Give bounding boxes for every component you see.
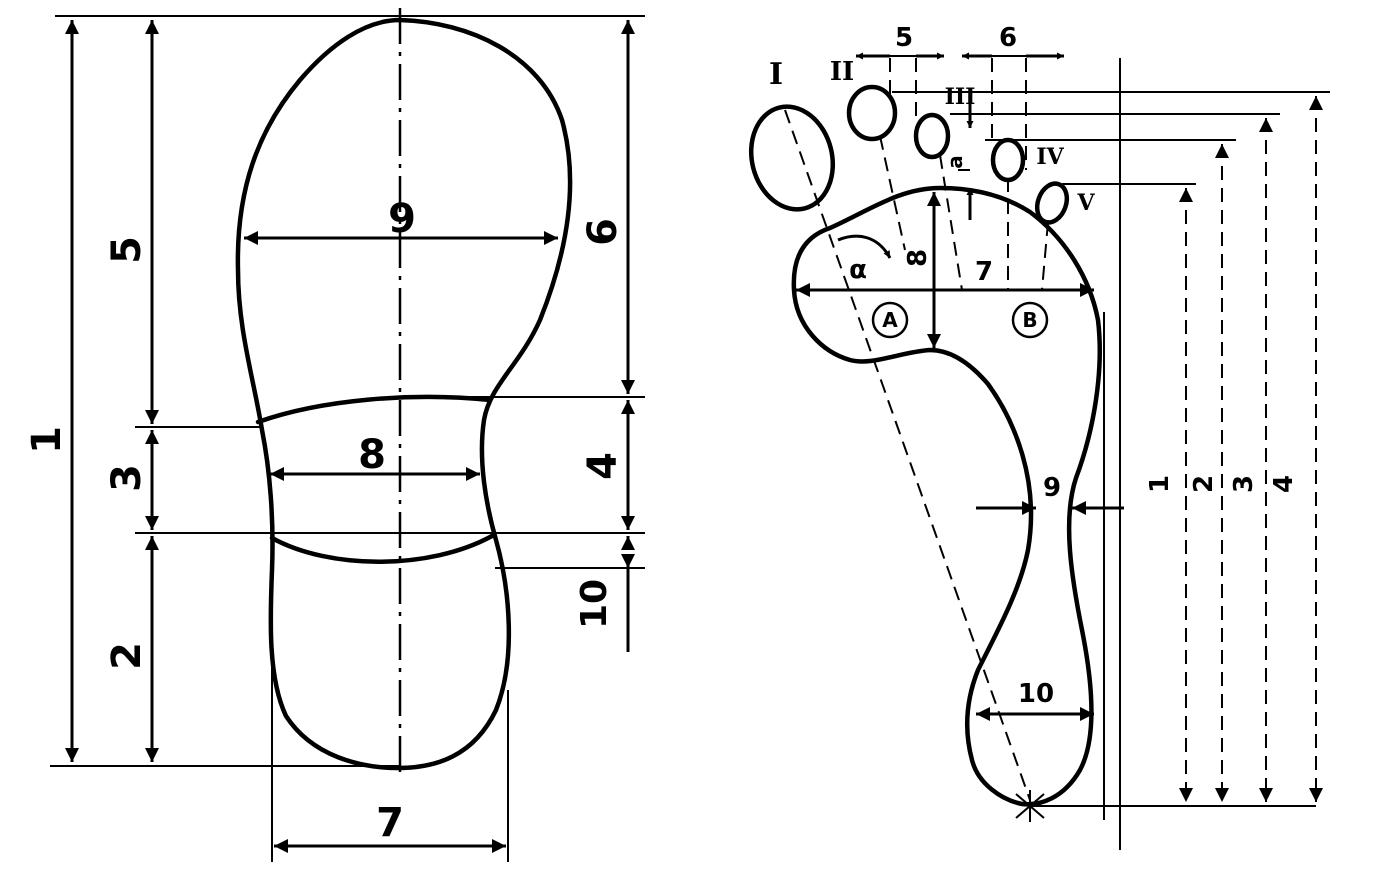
foot-label-8: 8 bbox=[903, 249, 933, 267]
sole-label-6: 6 bbox=[580, 218, 626, 246]
sole-label-10: 10 bbox=[574, 579, 615, 629]
footprint-drawing: I II III IV V 5 6 a 8 7 α A B 9 10 1 2 3… bbox=[748, 23, 1330, 850]
foot-label-point-a: A bbox=[882, 308, 898, 332]
toe-label-1: I bbox=[769, 57, 783, 92]
toe-label-3: III bbox=[945, 84, 976, 110]
sole-outline bbox=[235, 17, 573, 771]
point-a-marker bbox=[871, 301, 909, 339]
toe-3 bbox=[913, 112, 951, 160]
sole-label-8: 8 bbox=[358, 432, 386, 478]
foot-label-point-b: B bbox=[1022, 308, 1037, 332]
foot-label-a: a bbox=[943, 155, 967, 169]
foot-label-4: 4 bbox=[1269, 475, 1299, 493]
sole-drawing: 1 5 3 2 6 4 10 9 8 7 bbox=[24, 8, 645, 862]
sole-label-9: 9 bbox=[388, 196, 416, 242]
foot-label-2: 2 bbox=[1189, 475, 1219, 493]
foot-label-alpha: α bbox=[849, 255, 867, 285]
sole-label-2: 2 bbox=[104, 642, 150, 670]
heel-point-star bbox=[1015, 790, 1045, 822]
foot-outline bbox=[791, 185, 1102, 807]
foot-label-7: 7 bbox=[975, 257, 993, 287]
toe-label-4: IV bbox=[1036, 144, 1064, 170]
sole-label-1: 1 bbox=[24, 426, 70, 454]
foot-label-5: 5 bbox=[895, 23, 913, 53]
sole-label-5: 5 bbox=[104, 236, 150, 264]
sole-waist-lower-curve bbox=[269, 533, 495, 564]
point-b-marker bbox=[1011, 301, 1049, 339]
foot-axis-line bbox=[784, 109, 1031, 801]
sole-label-4: 4 bbox=[580, 452, 626, 480]
toe-2 bbox=[846, 84, 898, 142]
sole-waist-upper-curve bbox=[255, 394, 493, 425]
foot-label-3: 3 bbox=[1229, 475, 1259, 493]
foot-label-6: 6 bbox=[999, 23, 1017, 53]
toe-label-5: V bbox=[1076, 190, 1095, 216]
toe-1 bbox=[748, 104, 836, 212]
sole-label-3: 3 bbox=[104, 464, 150, 492]
toe-label-2: II bbox=[830, 57, 854, 87]
toe-4 bbox=[990, 137, 1026, 183]
sole-label-7: 7 bbox=[376, 800, 404, 846]
foot-label-1: 1 bbox=[1145, 475, 1175, 493]
foot-label-10: 10 bbox=[1018, 679, 1054, 709]
foot-label-9: 9 bbox=[1043, 473, 1061, 503]
